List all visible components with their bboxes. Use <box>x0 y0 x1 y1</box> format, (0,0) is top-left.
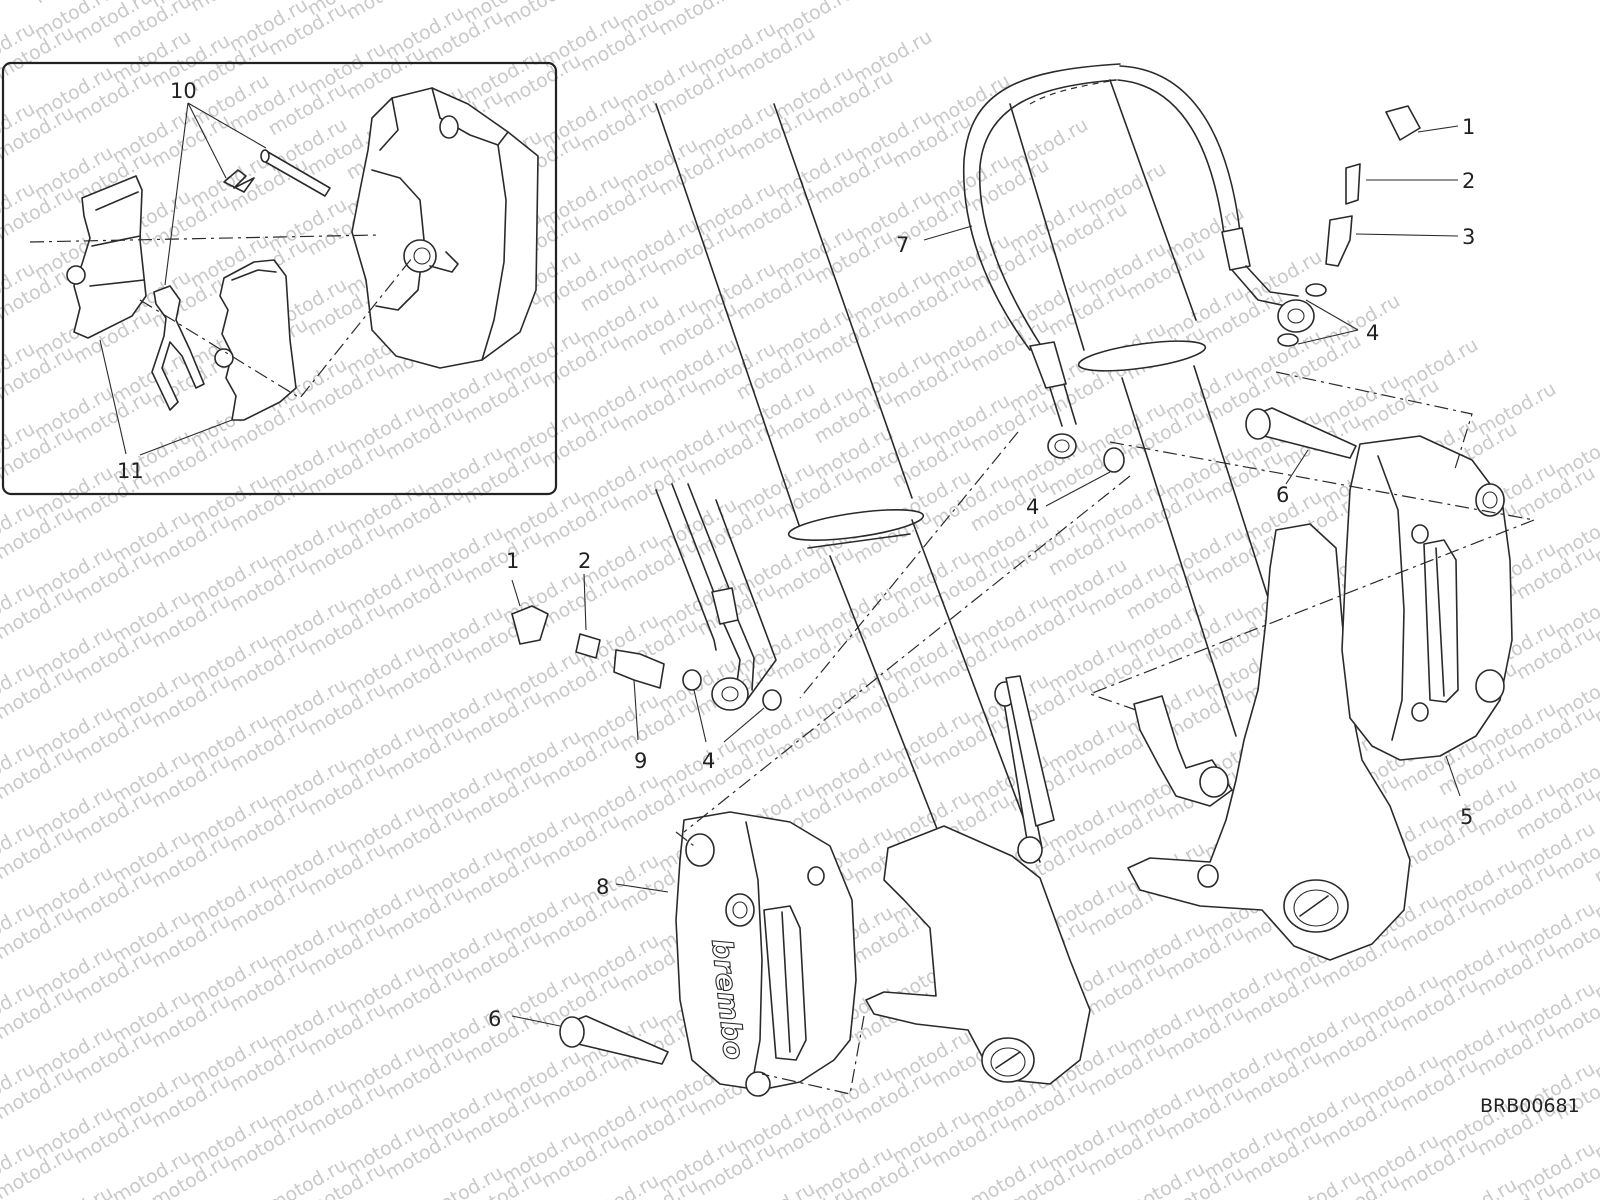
inset-label-11: 11 <box>117 459 144 483</box>
part-label-6-right: 6 <box>1276 483 1289 507</box>
inset-axis-line-2 <box>139 257 413 399</box>
left-caliper-icon: brembo <box>675 811 857 1097</box>
part-label-7: 7 <box>896 233 909 257</box>
brake-hose-right <box>962 63 1315 459</box>
right-bolt-icon <box>1245 407 1357 459</box>
left-fork-foot <box>865 681 1091 1085</box>
part-label-6-left: 6 <box>488 1007 501 1031</box>
left-bolt-icon <box>559 1015 669 1065</box>
part-labels: 1 2 3 4 7 4 6 5 1 2 9 4 8 6 <box>488 115 1475 1031</box>
part-label-1-left: 1 <box>506 549 519 573</box>
watermark-text: motod.ru <box>31 1182 117 1200</box>
part-label-1-right: 1 <box>1462 115 1475 139</box>
part-label-4-mid: 4 <box>1026 495 1039 519</box>
right-bleed-parts <box>1325 105 1421 267</box>
inset-label-10: 10 <box>170 79 197 103</box>
inset-leader-10 <box>164 102 267 286</box>
inset-pin-icon <box>260 149 331 197</box>
part-label-9: 9 <box>634 749 647 773</box>
inset-panel: 10 11 <box>1 61 558 496</box>
part-label-4-right: 4 <box>1366 321 1379 345</box>
inset-pad-left-icon <box>66 175 147 339</box>
inset-spring-icon <box>151 285 205 411</box>
assembly-lines <box>675 371 1535 1095</box>
watermark-text: motod.ru <box>733 1178 819 1200</box>
right-caliper-icon <box>1341 435 1513 761</box>
watermark-text: motod.ru <box>1435 1174 1521 1200</box>
part-label-4-left: 4 <box>702 749 715 773</box>
brake-hose-left <box>671 483 782 711</box>
watermark-text: motod.ru <box>343 0 429 24</box>
inset-clip-icon <box>223 169 255 193</box>
right-hose-washers <box>1103 283 1327 473</box>
inset-pad-right-icon <box>214 259 297 421</box>
watermark-text: motod.ru <box>499 0 585 32</box>
part-label-3-right: 3 <box>1462 225 1475 249</box>
drawing-code: BRB00681 <box>1480 1095 1580 1117</box>
inset-caliper-icon <box>351 87 539 369</box>
left-fork-tube <box>655 103 1041 863</box>
inset-leader-11 <box>99 339 233 456</box>
watermark-text: motod.ru <box>187 0 273 16</box>
part-label-5: 5 <box>1460 805 1473 829</box>
part-label-2-right: 2 <box>1462 169 1475 193</box>
watermark-text: motod.ru <box>577 1170 663 1200</box>
left-bleed-parts <box>511 605 665 689</box>
leader-lines <box>511 125 1461 1027</box>
inset-frame <box>1 61 558 496</box>
right-fork-foot <box>1005 523 1411 961</box>
inset-axis-line <box>29 234 379 243</box>
part-label-8: 8 <box>596 875 609 899</box>
part-label-2-left: 2 <box>578 549 591 573</box>
